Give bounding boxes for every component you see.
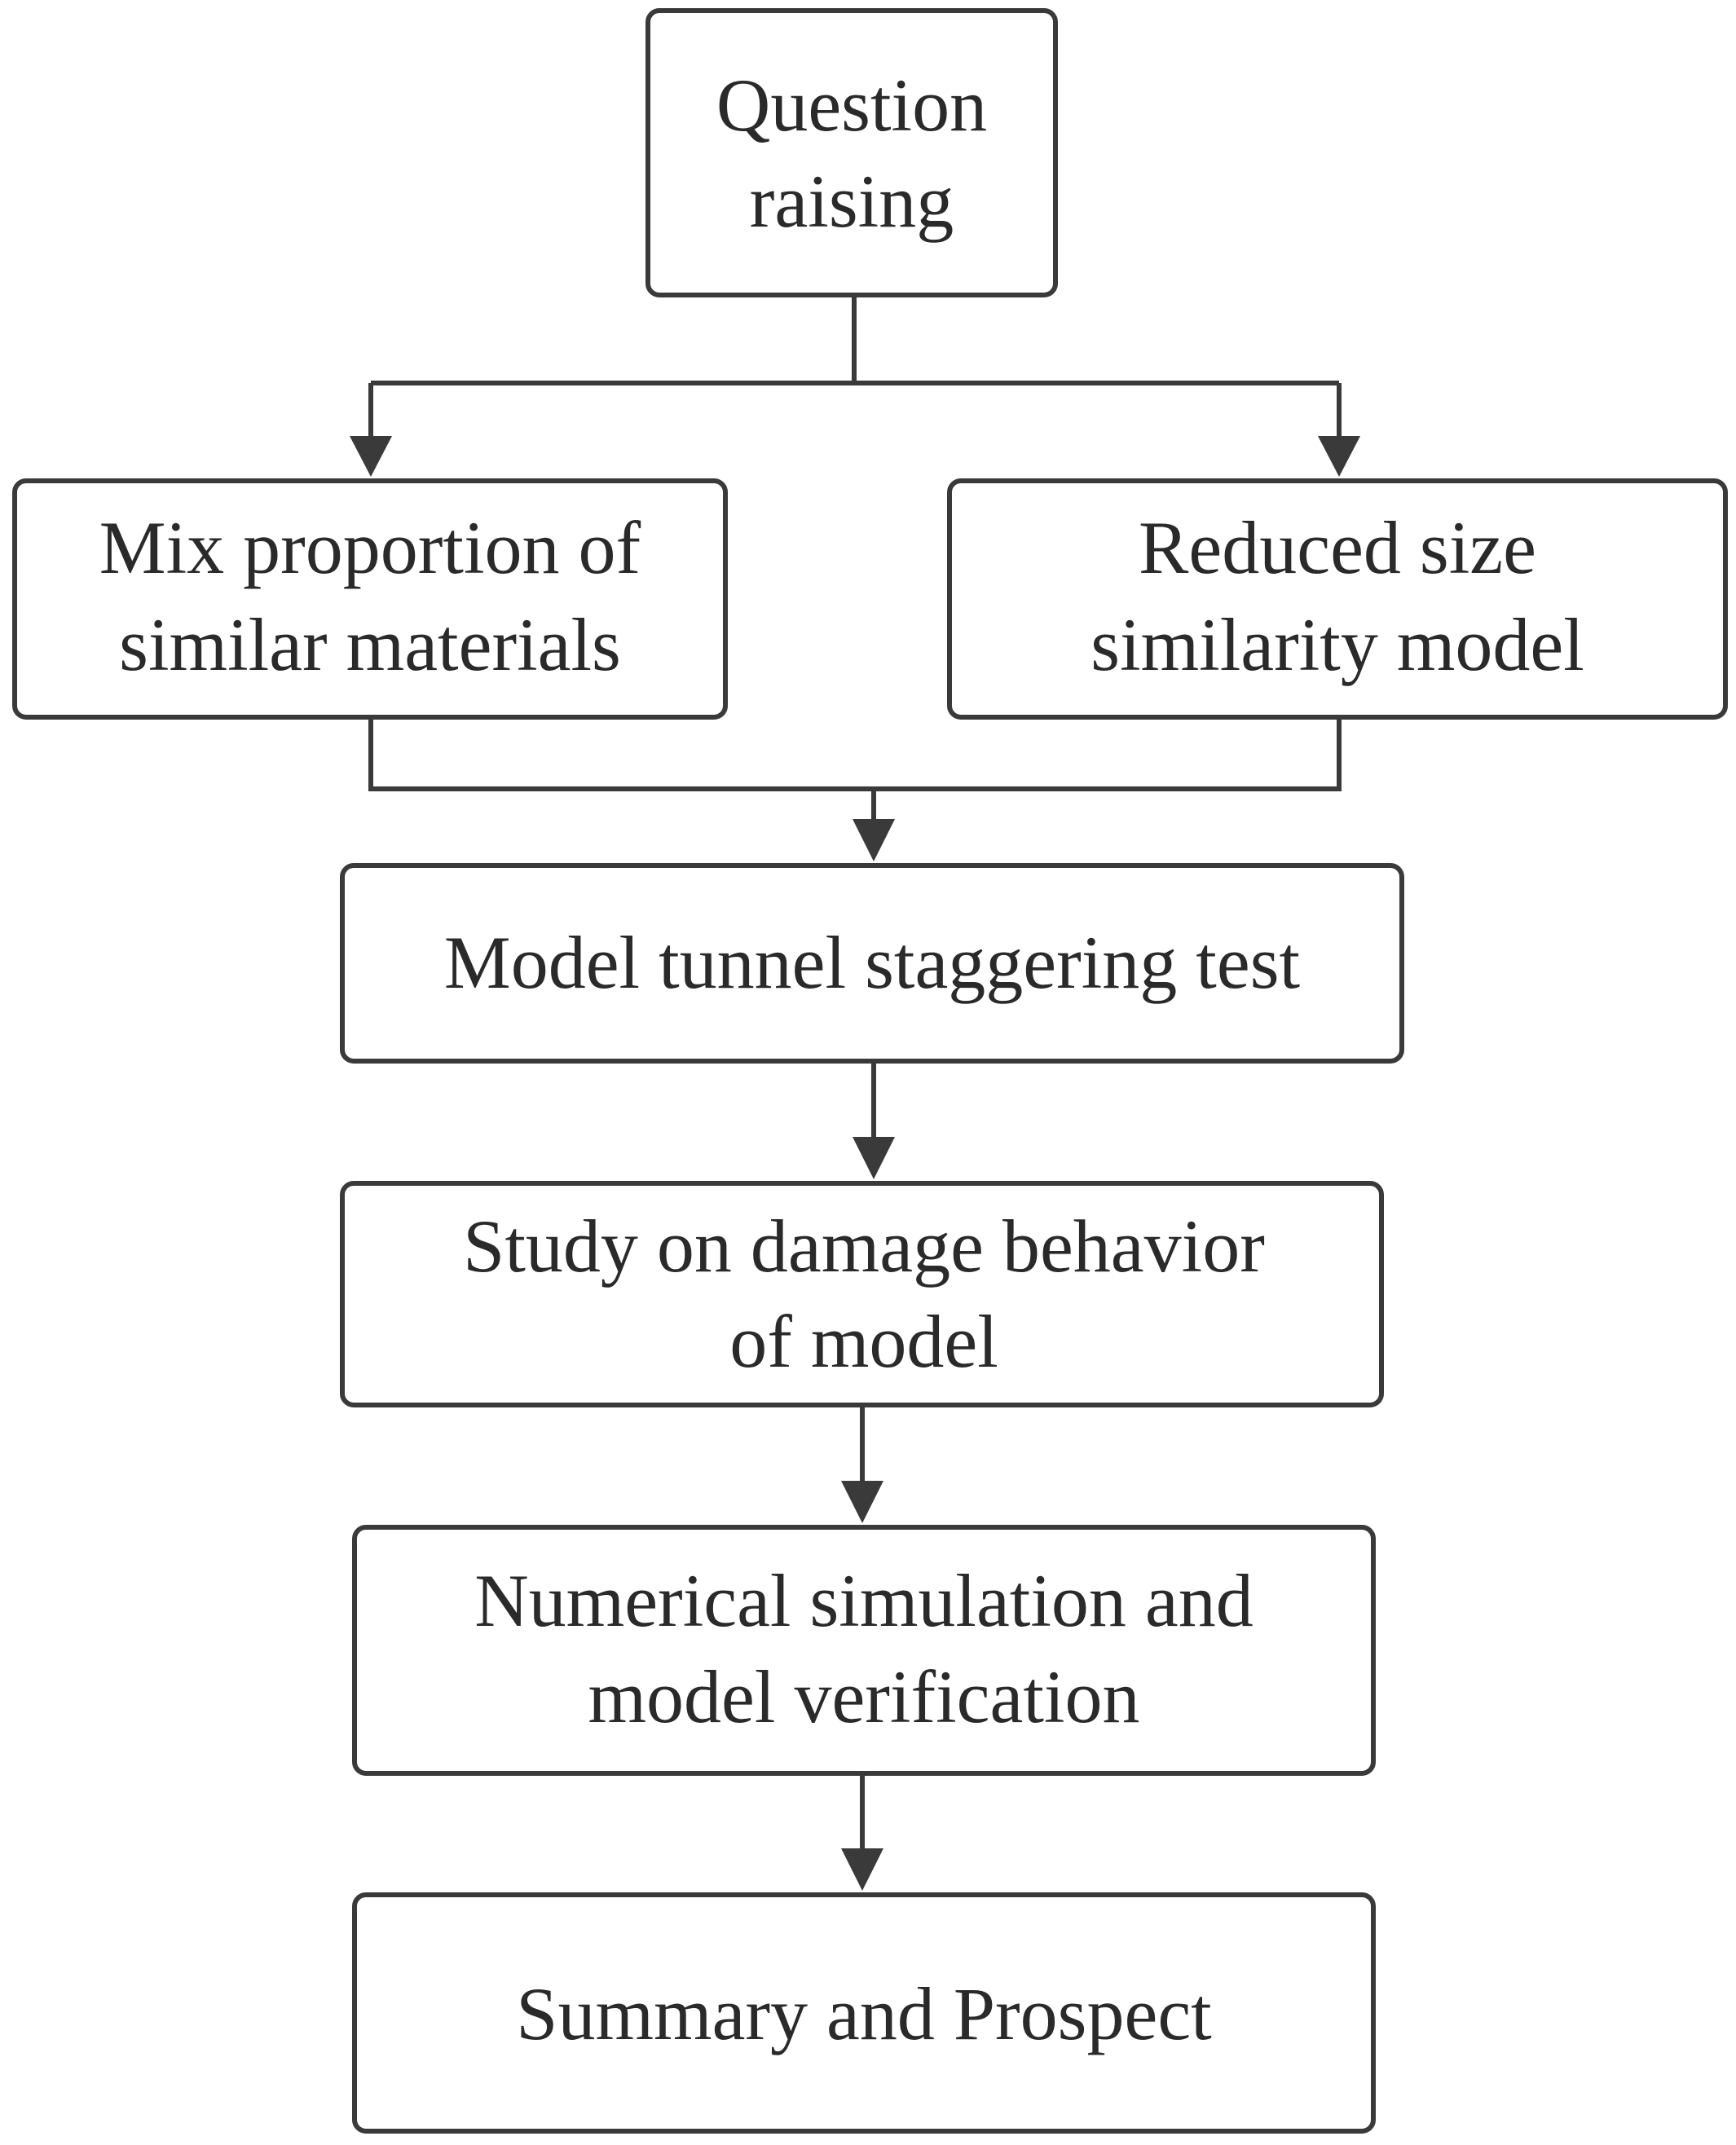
- node-question-line-2: raising: [750, 160, 954, 243]
- node-mix: Mix proportion of similar materials: [12, 478, 728, 720]
- node-reduced-box: [947, 478, 1728, 720]
- arrowhead-to-mix: [350, 436, 392, 477]
- arrowhead-to-reduced: [1318, 436, 1360, 477]
- node-damage-line-1: Study on damage behavior: [463, 1205, 1265, 1288]
- node-summary-line-1: Summary and Prospect: [516, 1972, 1212, 2055]
- node-damage-line-2: of model: [729, 1300, 998, 1383]
- node-reduced-line-2: similarity model: [1091, 603, 1584, 686]
- node-test-line-1: Model tunnel staggering test: [444, 921, 1301, 1004]
- node-summary-box: [352, 1892, 1376, 2134]
- node-reduced-line-1: Reduced size: [1139, 506, 1536, 589]
- node-test-box: [340, 863, 1404, 1064]
- node-question-line-1: Question: [716, 64, 987, 147]
- node-damage-box: [340, 1181, 1384, 1407]
- node-test: Model tunnel staggering test: [340, 863, 1404, 1064]
- node-numerical-line-1: Numerical simulation and: [474, 1559, 1254, 1642]
- node-reduced: Reduced size similarity model: [947, 478, 1728, 720]
- node-numerical: Numerical simulation and model verificat…: [352, 1525, 1376, 1776]
- connectors: [350, 295, 1360, 1891]
- node-summary: Summary and Prospect: [352, 1892, 1376, 2134]
- node-question: Question raising: [645, 8, 1058, 297]
- arrowhead-to-test: [853, 819, 895, 861]
- node-numerical-line-2: model verification: [588, 1655, 1140, 1738]
- node-mix-line-1: Mix proportion of: [99, 506, 641, 589]
- arrowhead-to-summary: [841, 1848, 883, 1891]
- node-question-box: [645, 8, 1058, 297]
- arrowhead-to-damage: [853, 1137, 895, 1179]
- node-damage: Study on damage behavior of model: [340, 1181, 1384, 1407]
- node-numerical-box: [352, 1525, 1376, 1776]
- node-mix-box: [12, 478, 728, 720]
- node-mix-line-2: similar materials: [119, 603, 621, 686]
- arrowhead-to-numerical: [841, 1481, 883, 1523]
